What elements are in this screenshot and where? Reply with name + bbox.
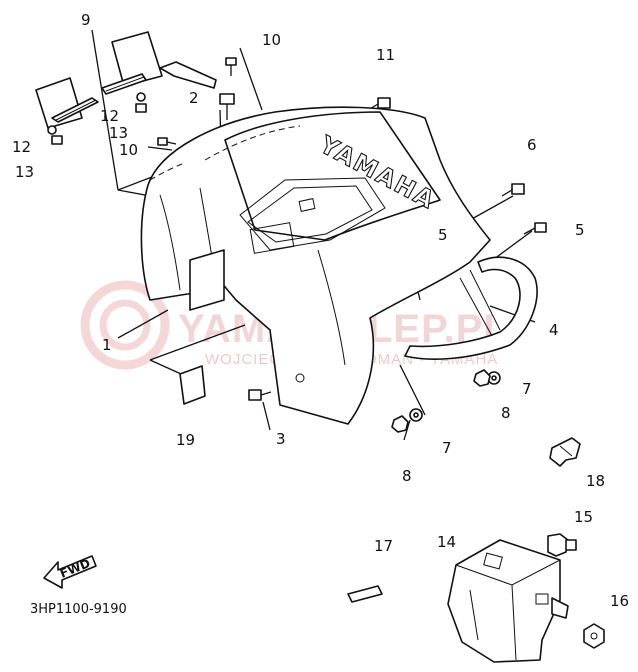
callout-10: 10 (119, 141, 138, 159)
callout-4: 4 (549, 321, 559, 339)
part-1-rear-fender: YAMAHA (140, 106, 491, 425)
callout-8: 8 (402, 467, 412, 485)
callout-5: 5 (575, 221, 585, 239)
callout-10: 10 (262, 31, 281, 49)
callout-6: 6 (527, 136, 537, 154)
callout-2: 2 (189, 89, 199, 107)
callout-18: 18 (586, 472, 605, 490)
callout-13: 13 (109, 124, 128, 142)
callout-5: 5 (438, 226, 448, 244)
diagram-code: 3HP1100-9190 (30, 602, 127, 617)
part-4-carrier (404, 256, 538, 360)
parts-15-16-fasteners (547, 533, 605, 649)
part-18-clip (549, 437, 581, 467)
fwd-arrow-icon: FWD (43, 555, 97, 589)
callout-9: 9 (81, 11, 91, 29)
callout-11: 11 (376, 46, 395, 64)
part-9-decals (35, 31, 217, 129)
part-14-storage-box (447, 539, 569, 663)
callout-8: 8 (501, 404, 511, 422)
callout-7: 7 (522, 380, 532, 398)
callout-15: 15 (574, 508, 593, 526)
callout-12: 12 (12, 138, 31, 156)
callout-labels: 9 10 2 12 13 10 12 13 11 6 5 5 4 1 7 8 3… (12, 11, 629, 610)
callout-7: 7 (442, 439, 452, 457)
part-17-pad (347, 585, 383, 603)
callout-17: 17 (374, 537, 393, 555)
callout-14: 14 (437, 533, 456, 551)
callout-13: 13 (15, 163, 34, 181)
callout-3: 3 (276, 430, 286, 448)
fwd-label: FWD (58, 556, 92, 581)
callout-19: 19 (176, 431, 195, 449)
part-19-flap (179, 365, 206, 405)
callout-16: 16 (610, 592, 629, 610)
callout-1: 1 (102, 336, 112, 354)
callout-12: 12 (100, 107, 119, 125)
